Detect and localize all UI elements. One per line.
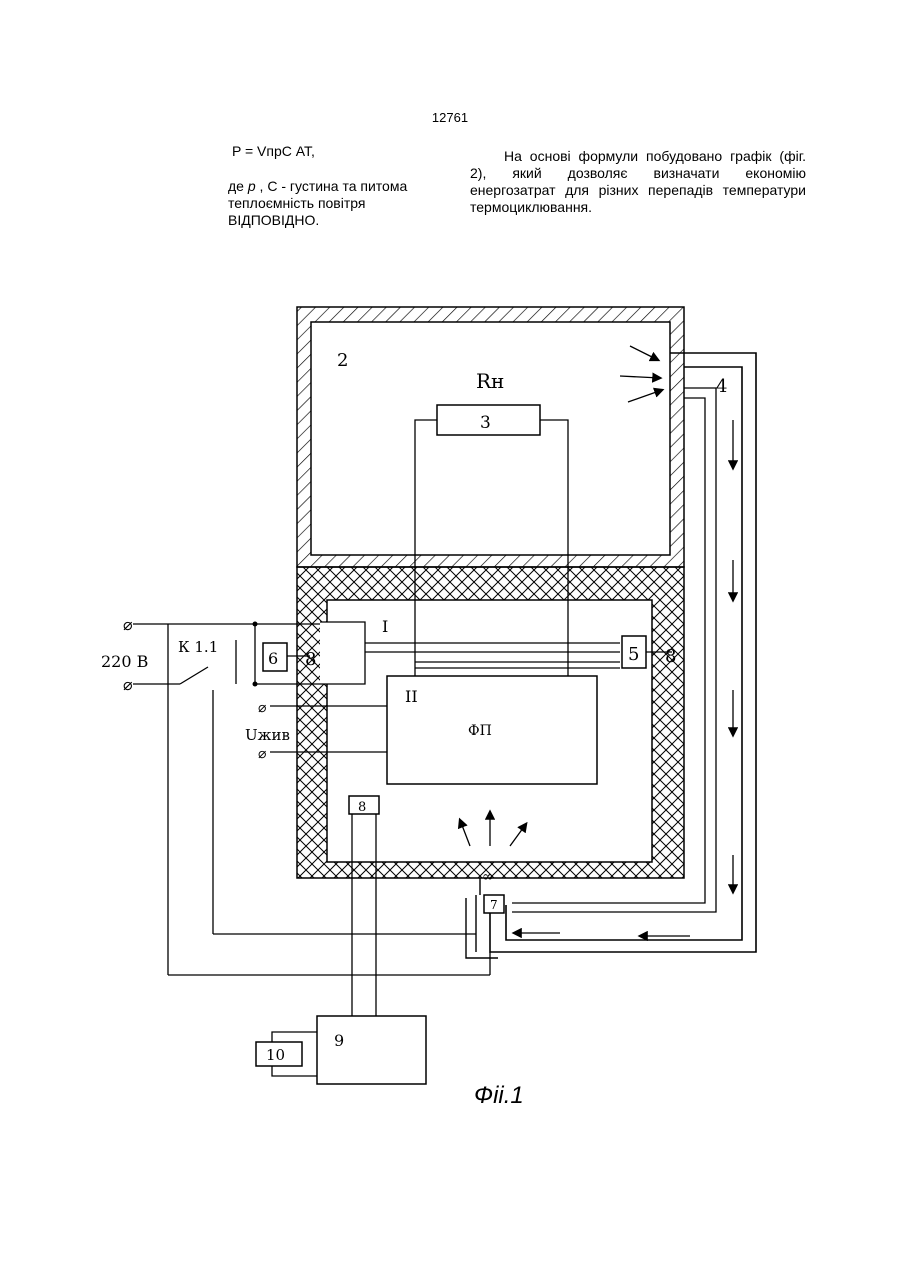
power-terminal-2: ⌀ bbox=[123, 675, 133, 694]
left-text-prefix: де bbox=[228, 178, 248, 194]
figure-caption: Фіі.1 bbox=[474, 1082, 524, 1110]
left-column-text: де р , С - густина та питома теплоємніст… bbox=[228, 178, 436, 229]
block-5-label: 5 bbox=[628, 644, 639, 665]
zone-1-bus bbox=[365, 643, 620, 668]
left-text-rest: , С - густина та питома теплоємність пов… bbox=[228, 178, 407, 228]
right-column-text: На основі формули побудовано графік (фіг… bbox=[470, 148, 806, 216]
supply-label: Uжив bbox=[245, 726, 290, 744]
inlet-arrows bbox=[620, 346, 662, 402]
duct-inner-2 bbox=[512, 388, 716, 912]
fan-arrows bbox=[460, 812, 526, 846]
formula: P = VпрС АТ, bbox=[232, 143, 315, 159]
block-10-label: 10 bbox=[266, 1046, 285, 1064]
sensor-symbol-left: 8 bbox=[305, 649, 316, 670]
switch-label: К 1.1 bbox=[178, 638, 218, 656]
fp-block bbox=[387, 676, 597, 784]
resistor-3-label: 3 bbox=[480, 413, 491, 433]
upper-chamber-wall bbox=[297, 307, 684, 567]
resistor-symbol: Rн bbox=[476, 369, 504, 393]
duct-4-label: 4 bbox=[716, 376, 727, 397]
block-9-label: 9 bbox=[334, 1031, 344, 1050]
sensor-8-label: 8 bbox=[358, 800, 366, 815]
zone-2-label: ІІ bbox=[405, 687, 418, 706]
fp-label: ФП bbox=[468, 723, 492, 739]
fan-symbol: ∞ bbox=[482, 869, 494, 885]
chamber-2-label: 2 bbox=[337, 350, 348, 371]
supply-terminal-2: ⌀ bbox=[258, 746, 266, 762]
sensor-symbol-right: 8 bbox=[665, 646, 676, 667]
voltage-label: 220 В bbox=[101, 652, 148, 671]
duct-left bbox=[466, 878, 498, 958]
resistor-wire-left bbox=[415, 420, 437, 676]
supply-terminal-1: ⌀ bbox=[258, 700, 266, 716]
resistor-wire-right bbox=[540, 420, 568, 676]
power-terminal-1: ⌀ bbox=[123, 615, 133, 634]
zone-1-connector bbox=[320, 622, 365, 684]
block-9 bbox=[317, 1016, 426, 1084]
sensor-8-wires bbox=[352, 814, 376, 1016]
block-6-label: 6 bbox=[268, 649, 278, 668]
zone-1-label: І bbox=[382, 617, 388, 636]
figure-diagram: 3 Rн 2 4 ФП ІІ І 5 8 6 8 ⌀ ⌀ ⌀ ⌀ 220 В К bbox=[90, 295, 780, 1095]
figure-1: 3 Rн 2 4 ФП ІІ І 5 8 6 8 ⌀ ⌀ ⌀ ⌀ 220 В К bbox=[90, 295, 780, 1100]
rho-symbol: р bbox=[248, 178, 256, 194]
page-number: 12761 bbox=[0, 110, 900, 125]
block-7-label: 7 bbox=[490, 898, 498, 912]
